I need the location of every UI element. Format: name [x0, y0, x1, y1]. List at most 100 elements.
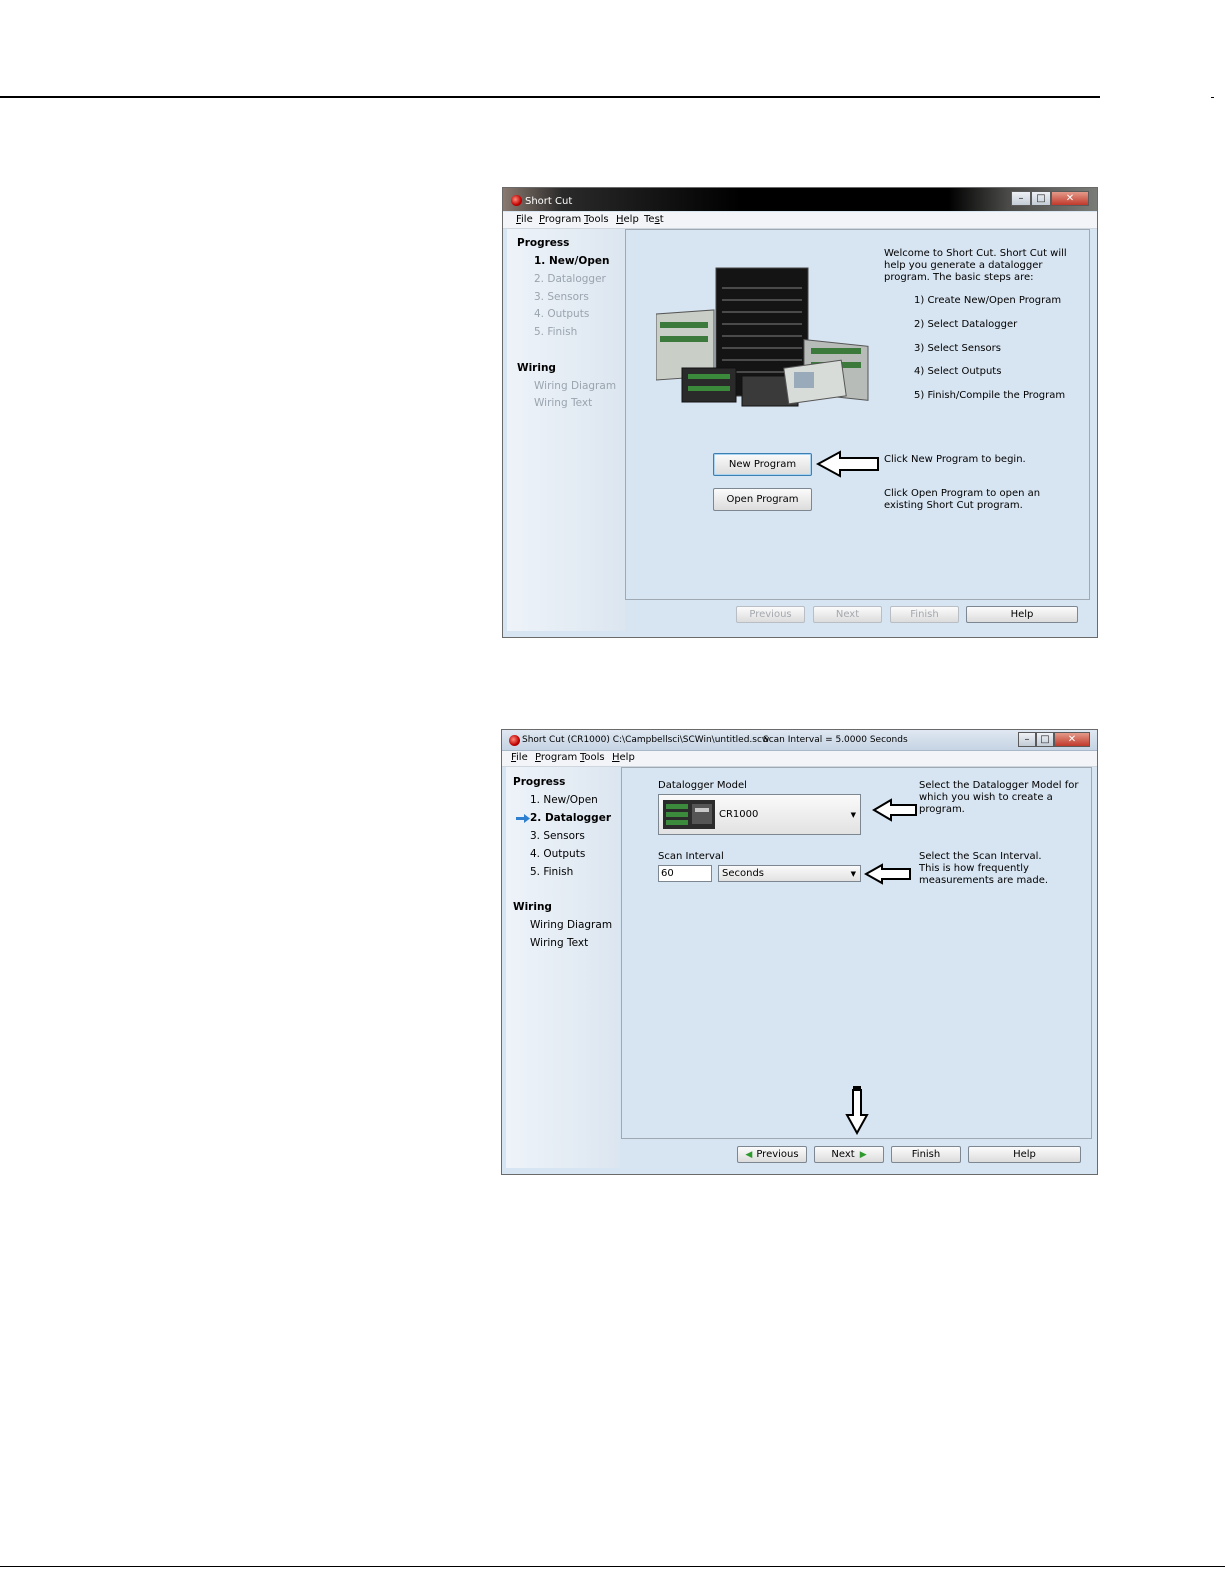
step-sensors[interactable]: 3. Sensors	[530, 830, 585, 842]
shortcut-window-datalogger: Short Cut (CR1000) C:\Campbellsci\SCWin\…	[501, 729, 1098, 1175]
scan-unit-value: Seconds	[722, 868, 765, 879]
menu-file[interactable]: File	[511, 752, 528, 763]
open-program-hint-line-2: existing Short Cut program.	[884, 500, 1023, 511]
window-controls: – □ ✕	[1011, 191, 1089, 206]
finish-button: Finish	[890, 606, 959, 623]
current-step-arrow-icon	[516, 814, 530, 823]
close-icon[interactable]: ✕	[1054, 732, 1090, 747]
menu-bar: File Program Tools Help Test	[503, 212, 1097, 229]
menu-tools[interactable]: Tools	[584, 214, 609, 225]
pointer-arrow-left-icon	[872, 798, 917, 822]
datalogger-model-select[interactable]: CR1000 ▼	[658, 794, 861, 835]
welcome-text-line-1: Welcome to Short Cut. Short Cut will	[884, 248, 1067, 259]
progress-heading: Progress	[513, 776, 566, 788]
dropdown-caret-icon[interactable]: ▼	[850, 811, 856, 819]
datalogger-panel: Datalogger Model CR1000 ▼ Select the Dat…	[621, 767, 1092, 1139]
progress-sidebar: Progress 1. New/Open 2. Datalogger 3. Se…	[507, 229, 625, 631]
next-arrow-icon: ▶	[859, 1149, 867, 1160]
scan-hint-line-3: measurements are made.	[919, 875, 1049, 886]
menu-program[interactable]: Program	[539, 214, 582, 225]
datalogger-hint-line-3: program.	[919, 804, 965, 815]
menu-file[interactable]: File	[516, 214, 533, 225]
basic-step-3: 3) Select Sensors	[914, 343, 1001, 354]
new-program-hint: Click New Program to begin.	[884, 454, 1026, 465]
bottom-rule	[0, 1566, 1225, 1567]
menu-help[interactable]: Help	[612, 752, 635, 763]
menu-test[interactable]: Test	[644, 214, 664, 225]
welcome-text-line-3: program. The basic steps are:	[884, 272, 1034, 283]
scan-hint-line-1: Select the Scan Interval.	[919, 851, 1042, 862]
progress-heading: Progress	[517, 237, 570, 249]
datalogger-hint-line-1: Select the Datalogger Model for	[919, 780, 1079, 791]
wiring-text-link: Wiring Text	[534, 397, 593, 409]
close-icon[interactable]: ✕	[1051, 191, 1089, 206]
pointer-arrow-left-icon	[816, 450, 879, 478]
menu-program[interactable]: Program	[535, 752, 578, 763]
new-program-button[interactable]: New Program	[713, 453, 812, 476]
wiring-text-link[interactable]: Wiring Text	[530, 937, 589, 949]
step-datalogger: 2. Datalogger	[534, 273, 606, 285]
previous-button: Previous	[736, 606, 805, 623]
menu-tools[interactable]: Tools	[580, 752, 605, 763]
help-button[interactable]: Help	[968, 1146, 1081, 1163]
open-program-hint-line-1: Click Open Program to open an	[884, 488, 1041, 499]
step-finish[interactable]: 5. Finish	[530, 866, 574, 878]
welcome-text-line-2: help you generate a datalogger	[884, 260, 1043, 271]
datalogger-hint-line-2: which you wish to create a	[919, 792, 1053, 803]
shortcut-window-welcome: Short Cut – □ ✕ File Program Tools Help …	[502, 187, 1098, 638]
step-new-open[interactable]: 1. New/Open	[534, 255, 610, 267]
wiring-heading: Wiring	[513, 901, 552, 913]
datalogger-products-image	[656, 267, 869, 407]
basic-step-2: 2) Select Datalogger	[914, 319, 1018, 330]
menu-bar: File Program Tools Help	[502, 751, 1097, 767]
previous-arrow-icon: ◀	[745, 1149, 753, 1160]
dropdown-caret-icon[interactable]: ▼	[850, 870, 856, 878]
scan-unit-select[interactable]: Seconds ▼	[718, 865, 861, 882]
basic-step-4: 4) Select Outputs	[914, 366, 1002, 377]
progress-sidebar: Progress 1. New/Open 2. Datalogger 3. Se…	[506, 767, 620, 1168]
wiring-heading: Wiring	[517, 362, 556, 374]
window-title: Short Cut (CR1000) C:\Campbellsci\SCWin\…	[522, 735, 770, 745]
basic-step-1: 1) Create New/Open Program	[914, 295, 1062, 306]
minimize-icon[interactable]: –	[1011, 191, 1031, 206]
title-bar[interactable]: Short Cut (CR1000) C:\Campbellsci\SCWin\…	[502, 730, 1097, 751]
window-controls: – □ ✕	[1018, 732, 1090, 747]
app-icon	[511, 195, 522, 206]
previous-button[interactable]: ◀Previous	[737, 1146, 807, 1163]
menu-help[interactable]: Help	[616, 214, 639, 225]
window-title: Short Cut	[525, 196, 573, 207]
title-bar[interactable]: Short Cut – □ ✕	[503, 188, 1097, 211]
help-button[interactable]: Help	[966, 606, 1078, 623]
finish-button[interactable]: Finish	[891, 1146, 961, 1163]
top-rule-tick	[1211, 97, 1214, 98]
step-sensors: 3. Sensors	[534, 291, 589, 303]
welcome-panel: Welcome to Short Cut. Short Cut will hel…	[625, 229, 1090, 600]
step-outputs: 4. Outputs	[534, 308, 590, 320]
scan-interval-input[interactable]	[658, 865, 712, 882]
step-datalogger[interactable]: 2. Datalogger	[530, 812, 612, 824]
step-new-open[interactable]: 1. New/Open	[530, 794, 598, 806]
step-finish: 5. Finish	[534, 326, 578, 338]
previous-label: Previous	[756, 1149, 799, 1160]
datalogger-model-value: CR1000	[719, 809, 759, 820]
wiring-diagram-link: Wiring Diagram	[534, 380, 617, 392]
basic-step-5: 5) Finish/Compile the Program	[914, 390, 1066, 401]
minimize-icon[interactable]: –	[1018, 732, 1036, 747]
scan-hint-line-2: This is how frequently	[919, 863, 1029, 874]
maximize-icon[interactable]: □	[1036, 732, 1054, 747]
pointer-arrow-left-icon	[864, 863, 911, 885]
open-program-button[interactable]: Open Program	[713, 488, 812, 511]
datalogger-model-label: Datalogger Model	[658, 780, 747, 791]
app-icon	[509, 735, 520, 746]
scan-interval-label: Scan Interval	[658, 851, 724, 862]
next-label: Next	[831, 1149, 855, 1160]
scan-interval-status: Scan Interval = 5.0000 Seconds	[763, 735, 908, 745]
maximize-icon[interactable]: □	[1031, 191, 1051, 206]
step-outputs[interactable]: 4. Outputs	[530, 848, 586, 860]
cr1000-image	[663, 800, 715, 829]
top-rule	[0, 96, 1100, 98]
next-button: Next	[813, 606, 882, 623]
pointer-arrow-down-icon	[845, 1086, 869, 1135]
next-button[interactable]: Next ▶	[814, 1146, 884, 1163]
wiring-diagram-link[interactable]: Wiring Diagram	[530, 919, 613, 931]
